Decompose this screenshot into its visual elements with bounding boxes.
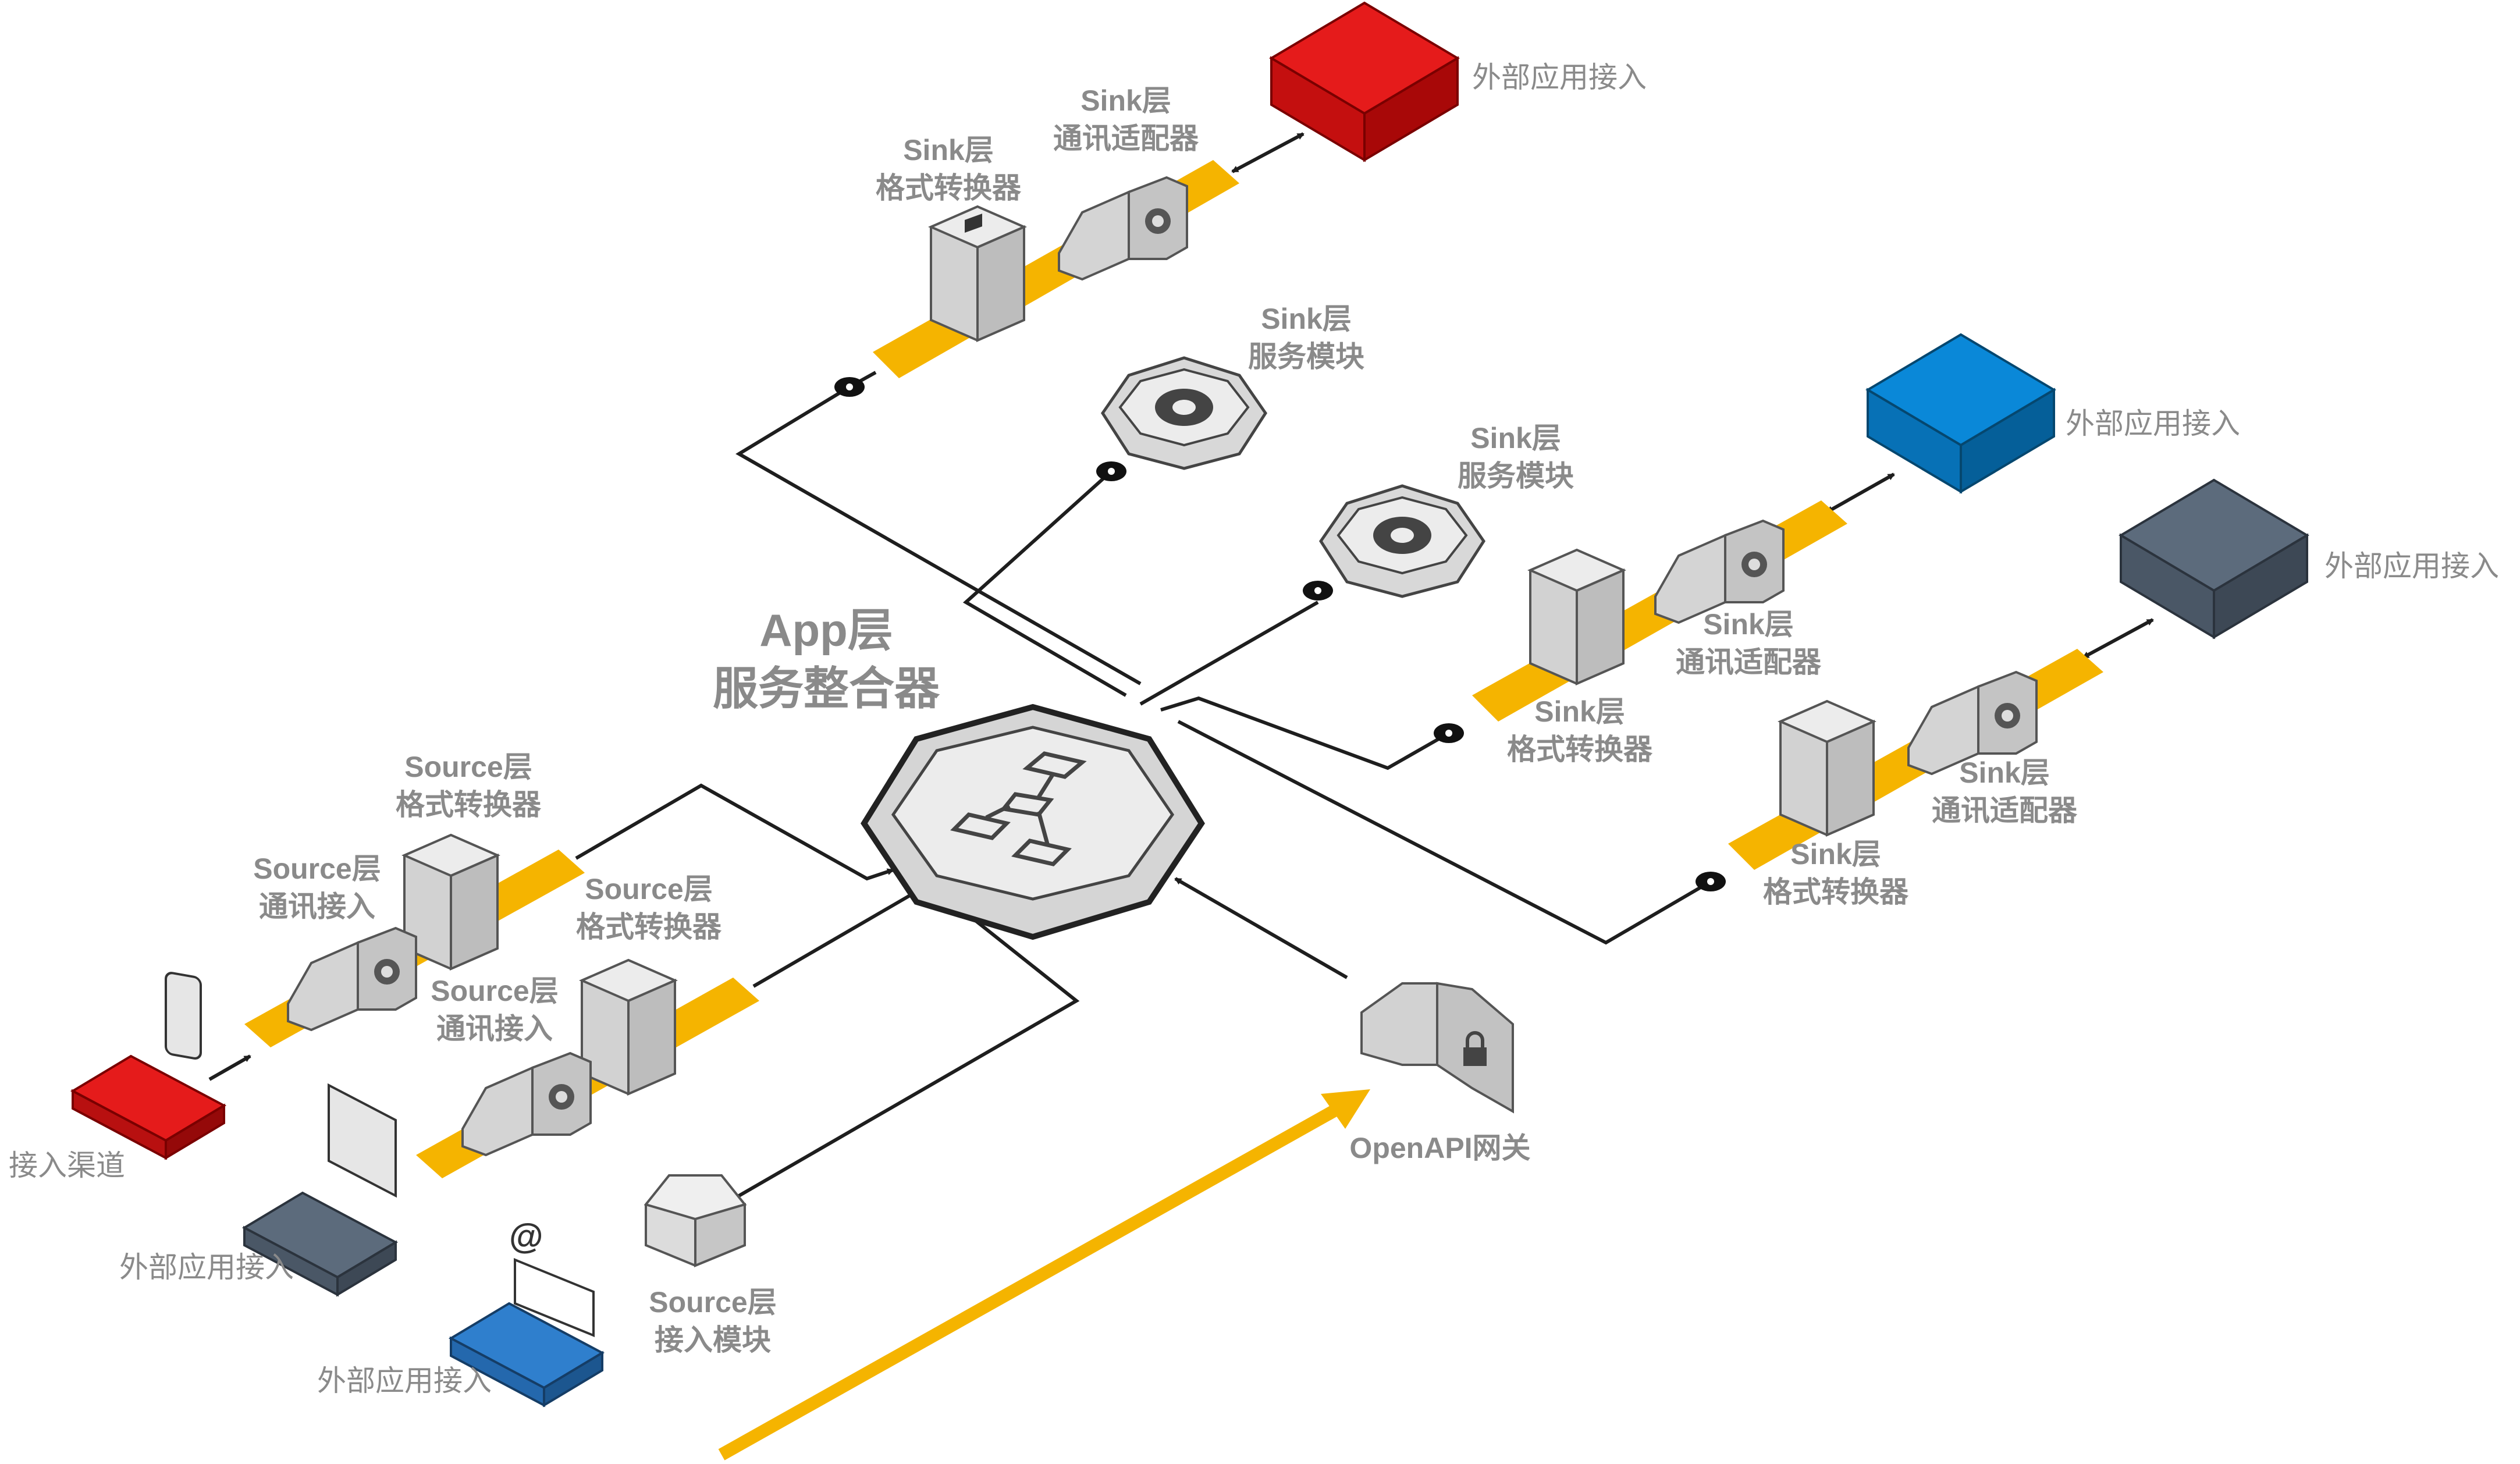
sink-right-2-external-label: 外部应用接入 xyxy=(2324,550,2499,582)
source-2-comm-label-1: Source层 xyxy=(431,975,559,1007)
source-2-converter-label-2: 格式转换器 xyxy=(576,911,722,943)
service-module-1-label-1: Sink层 xyxy=(1261,303,1352,335)
source-3-external-label: 外部应用接入 xyxy=(317,1364,492,1397)
source-1-converter-label-2: 格式转换器 xyxy=(396,788,542,821)
source-1-comm-module xyxy=(287,926,417,1032)
connector-source-1 xyxy=(575,783,894,881)
connector-node xyxy=(1696,872,1726,891)
lock-icon xyxy=(1463,1031,1487,1066)
sink-top-adapter-label-2: 通讯适配器 xyxy=(1053,122,1199,155)
source-3-module-label-1: Source层 xyxy=(649,1286,777,1319)
gateway-label: OpenAPI网关 xyxy=(1349,1132,1530,1164)
sink-right-2-adapter-label-2: 通讯适配器 xyxy=(1932,794,2078,827)
link-sink-top-external xyxy=(1231,132,1305,173)
connector-service-module-2 xyxy=(1139,600,1319,706)
service-module-2 xyxy=(1318,484,1486,598)
channel-phone-device xyxy=(70,972,227,1160)
app-layer-integrator xyxy=(861,703,1205,940)
connector-gateway xyxy=(1174,877,1348,979)
openapi-gateway xyxy=(1360,982,1514,1114)
external-box-blue xyxy=(1865,333,2056,494)
connector-service-module-1 xyxy=(962,470,1127,697)
sink-right-1-external-label: 外部应用接入 xyxy=(2066,407,2240,440)
source-2-comm-module xyxy=(461,1051,592,1157)
connector-sink-right-2 xyxy=(1177,720,1712,945)
sink-top-adapter-module xyxy=(1058,176,1188,281)
source-2-external-label: 外部应用接入 xyxy=(119,1251,294,1284)
source-2-comm-label-2: 通讯接入 xyxy=(436,1012,553,1045)
source-1-comm-label-2: 通讯接入 xyxy=(259,890,375,923)
app-title-line1: App层 xyxy=(759,605,893,656)
email-icon: @ xyxy=(509,1217,595,1337)
monitor-icon xyxy=(328,1083,397,1198)
source-3-access-module xyxy=(644,1174,747,1267)
connector-lines xyxy=(208,132,2154,1198)
connector-nodes xyxy=(834,377,1726,891)
sink-top-converter-label-1: Sink层 xyxy=(903,134,994,166)
sink-top-converter-module xyxy=(928,205,1027,343)
source-2-converter-module xyxy=(579,958,678,1096)
sink-right-2-adapter-label-1: Sink层 xyxy=(1959,756,2050,789)
source-3-module-label-2: 接入模块 xyxy=(655,1324,771,1356)
service-module-2-label-2: 服务模块 xyxy=(1458,460,1574,492)
source-1-converter-label-1: Source层 xyxy=(404,751,532,783)
connector-sink-right-1 xyxy=(1160,696,1450,770)
phone-icon xyxy=(165,972,202,1060)
sink-right-2-converter-label-1: Sink层 xyxy=(1790,838,1881,870)
source-1-comm-label-1: Source层 xyxy=(253,852,381,885)
service-module-1 xyxy=(1100,356,1268,470)
sink-right-2-converter-module xyxy=(1778,699,1876,837)
sink-right-1-converter-label-2: 格式转换器 xyxy=(1507,733,1653,766)
flowchart-icon xyxy=(950,751,1087,866)
connector-source-3 xyxy=(738,909,1080,1198)
connector-node xyxy=(834,377,865,397)
app-title-line2: 服务整合器 xyxy=(713,663,940,714)
external-box-red xyxy=(1269,1,1460,162)
external-email-device: @ xyxy=(448,1217,605,1408)
service-module-2-label-1: Sink层 xyxy=(1470,422,1561,454)
sink-top-adapter-label-1: Sink层 xyxy=(1080,84,1171,117)
service-module-1-label-2: 服务模块 xyxy=(1248,340,1364,373)
sink-top-converter-label-2: 格式转换器 xyxy=(876,172,1022,204)
sink-right-1-converter-label-1: Sink层 xyxy=(1534,695,1625,728)
sink-right-1-adapter-label-2: 通讯适配器 xyxy=(1676,646,1822,678)
sink-top-external-label: 外部应用接入 xyxy=(1472,61,1647,94)
connector-source-2 xyxy=(752,880,935,988)
sink-right-2-converter-label-2: 格式转换器 xyxy=(1763,876,1909,908)
sink-right-2-adapter-module xyxy=(1907,670,2038,776)
link-channel-phone xyxy=(208,1054,251,1081)
connector-node xyxy=(1096,461,1126,481)
external-box-slate xyxy=(2119,478,2309,639)
svg-text:@: @ xyxy=(509,1217,543,1256)
connector-node xyxy=(1303,581,1333,600)
external-computer-device xyxy=(241,1083,399,1297)
connector-sink-top xyxy=(735,385,1142,685)
connector-node xyxy=(1434,723,1464,743)
sink-right-1-adapter-module xyxy=(1654,519,1785,624)
link-sink-right-1-external xyxy=(1826,472,1895,514)
flow-direction-arrow xyxy=(718,1089,1370,1461)
link-sink-right-2-external xyxy=(2082,618,2154,659)
source-2-converter-label-1: Source层 xyxy=(585,873,713,905)
labels: App层 服务整合器 Sink层 格式转换器 Sink层 通讯适配器 外部应用接… xyxy=(9,61,2499,1397)
sink-right-1-converter-module xyxy=(1527,548,1626,686)
sink-right-1-adapter-label-1: Sink层 xyxy=(1703,608,1794,641)
source-1-converter-module xyxy=(401,833,500,971)
channel-label: 接入渠道 xyxy=(9,1149,125,1182)
